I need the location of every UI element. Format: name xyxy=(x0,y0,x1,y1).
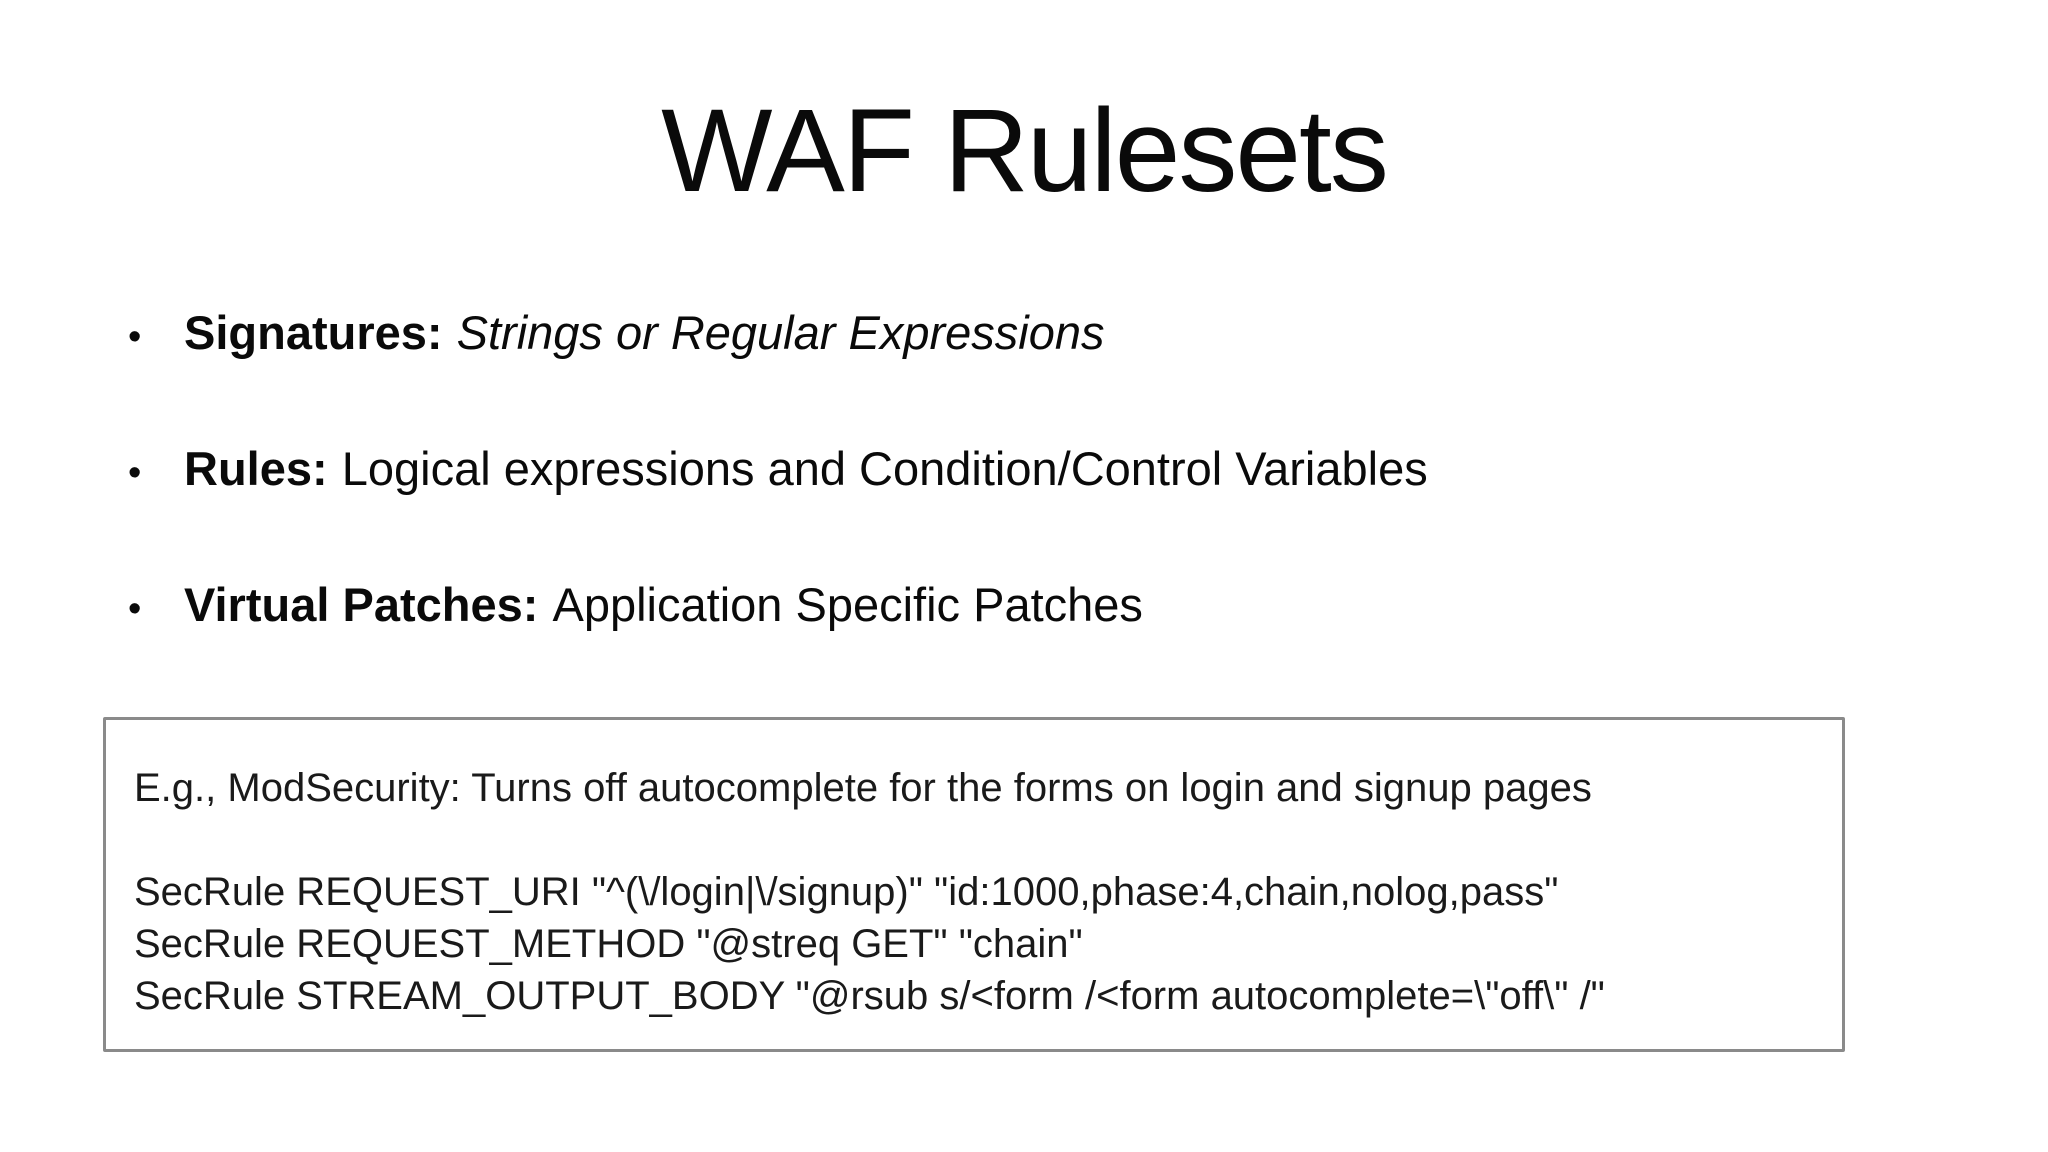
bullet-item-virtual-patches: • Virtual Patches: Application Specific … xyxy=(128,572,1948,642)
page-title: WAF Rulesets xyxy=(661,85,1389,217)
bullet-dot-icon: • xyxy=(128,452,142,494)
bullet-label-virtual-patches: Virtual Patches: xyxy=(184,578,539,631)
bullet-text-rules: Logical expressions and Condition/Contro… xyxy=(341,442,1428,495)
secrule-line-request-uri: SecRule REQUEST_URI "^(\/login|\/signup)… xyxy=(134,870,1559,914)
secrule-code-block: SecRule REQUEST_URI "^(\/login|\/signup)… xyxy=(134,866,1814,1022)
secrule-line-stream-output-body: SecRule STREAM_OUTPUT_BODY "@rsub s/<for… xyxy=(134,974,1605,1018)
bullet-list: • Signatures: Strings or Regular Express… xyxy=(128,300,1948,708)
bullet-item-rules: • Rules: Logical expressions and Conditi… xyxy=(128,436,1948,506)
bullet-dot-icon: • xyxy=(128,588,142,630)
bullet-label-signatures: Signatures: xyxy=(184,306,443,359)
secrule-line-request-method: SecRule REQUEST_METHOD "@streq GET" "cha… xyxy=(134,922,1083,966)
bullet-dot-icon: • xyxy=(128,316,142,358)
bullet-text-signatures: Strings or Regular Expressions xyxy=(456,306,1105,359)
bullet-label-rules: Rules: xyxy=(184,442,328,495)
example-description: E.g., ModSecurity: Turns off autocomplet… xyxy=(134,766,1592,810)
bullet-text-virtual-patches: Application Specific Patches xyxy=(552,578,1143,631)
bullet-item-signatures: • Signatures: Strings or Regular Express… xyxy=(128,300,1948,370)
modsecurity-example-box: E.g., ModSecurity: Turns off autocomplet… xyxy=(103,717,1845,1052)
